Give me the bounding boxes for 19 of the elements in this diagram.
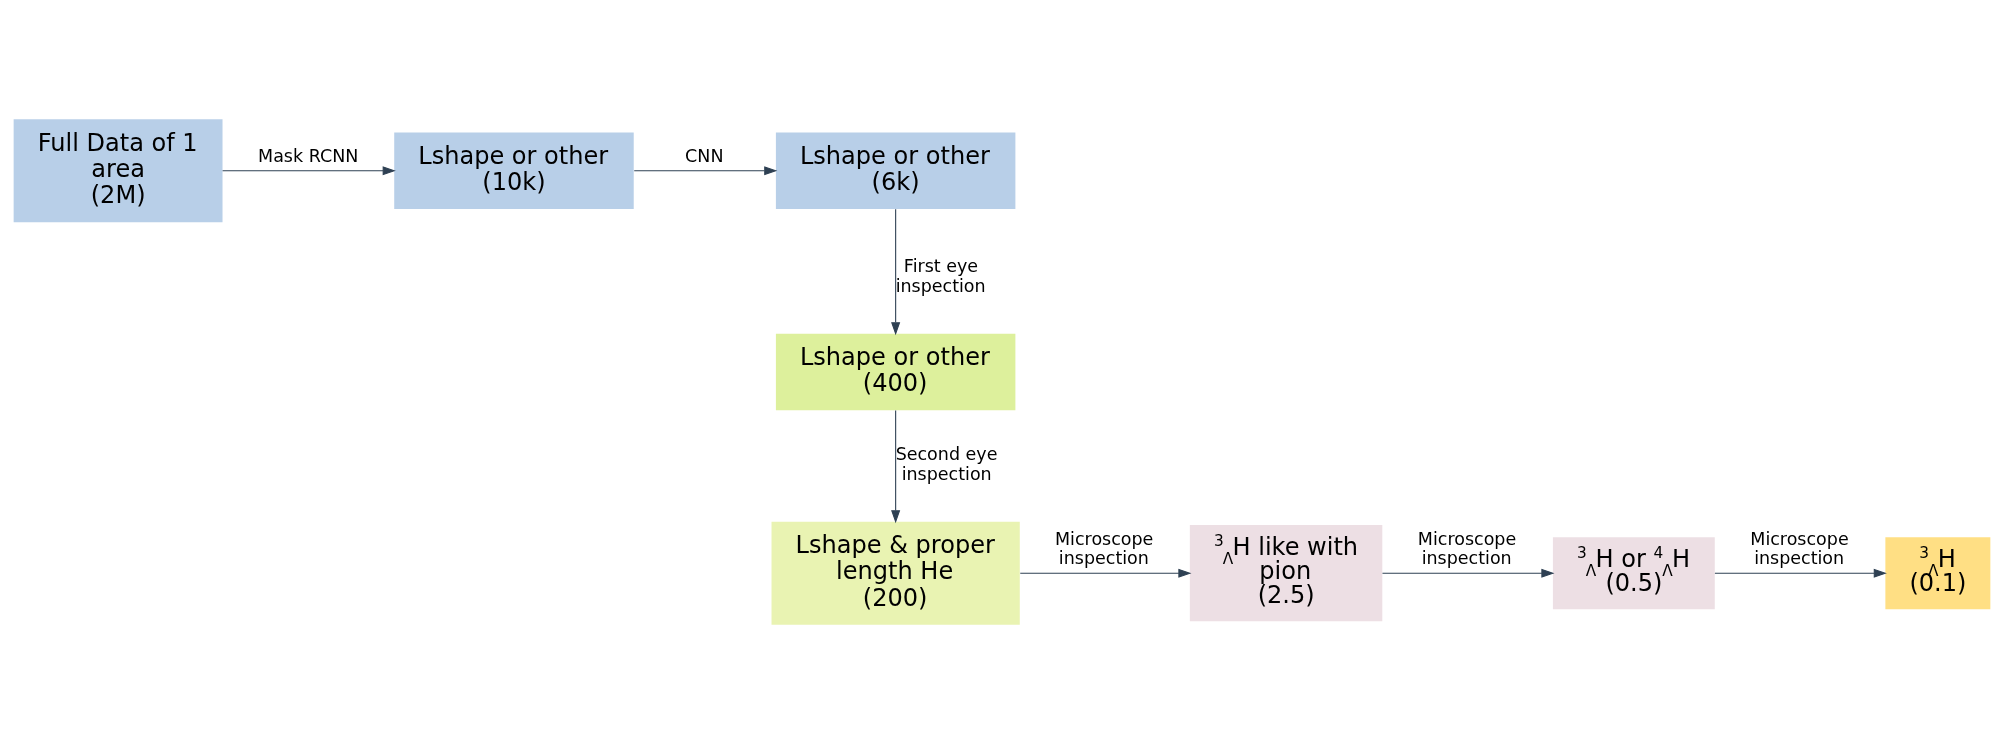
arrow bbox=[1714, 568, 1887, 578]
edge-label: First eye inspection bbox=[895, 255, 986, 296]
node-box: Lshape or other (10k) bbox=[394, 132, 634, 209]
edge-label: Microscope inspection bbox=[1055, 528, 1154, 568]
edge-label: Mask RCNN bbox=[258, 145, 359, 166]
edge-label: Microscope inspection bbox=[1417, 528, 1517, 568]
arrow bbox=[891, 409, 901, 523]
arrow bbox=[1381, 568, 1555, 578]
arrow bbox=[633, 165, 778, 175]
arrow bbox=[222, 165, 396, 175]
node-box: Lshape & proper length He (200) bbox=[771, 521, 1020, 625]
node-box: Lshape or other (400) bbox=[775, 333, 1016, 410]
node-box: Lshape or other (6k) bbox=[775, 132, 1016, 209]
node-box: Full Data of 1 area (2M) bbox=[13, 118, 223, 222]
edge-label: CNN bbox=[685, 145, 724, 166]
edge-label: Second eye inspection bbox=[895, 443, 998, 484]
edge-label: Microscope inspection bbox=[1750, 528, 1849, 568]
arrow bbox=[1019, 568, 1192, 578]
arrow bbox=[891, 208, 901, 335]
